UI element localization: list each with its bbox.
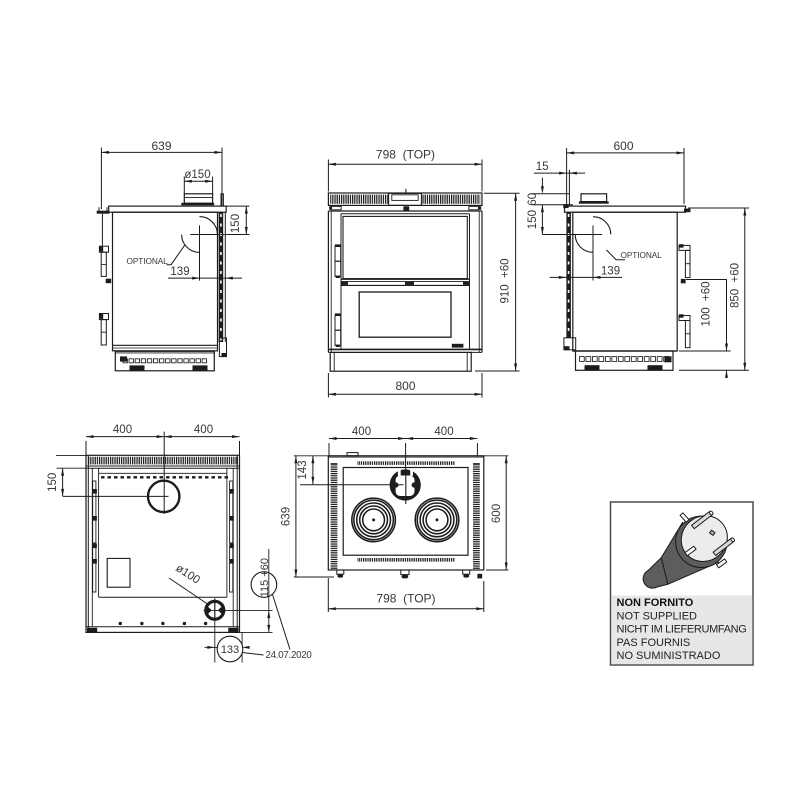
svg-text:798 (TOP): 798 (TOP) xyxy=(376,148,435,162)
svg-text:OPTIONAL: OPTIONAL xyxy=(127,256,169,266)
svg-text:910 +60: 910 +60 xyxy=(500,258,512,303)
svg-text:600: 600 xyxy=(613,139,633,153)
svg-text:150: 150 xyxy=(527,210,539,229)
svg-text:400: 400 xyxy=(194,424,213,436)
svg-text:800: 800 xyxy=(395,379,415,393)
svg-text:400: 400 xyxy=(352,426,371,438)
svg-text:60: 60 xyxy=(527,193,539,206)
svg-text:400: 400 xyxy=(434,426,453,438)
svg-text:798 (TOP): 798 (TOP) xyxy=(376,592,435,606)
svg-text:NO SUMINISTRADO: NO SUMINISTRADO xyxy=(617,650,721,662)
svg-text:24.07.2020: 24.07.2020 xyxy=(266,650,313,661)
svg-text:139: 139 xyxy=(601,265,620,277)
svg-text:NOT SUPPLIED: NOT SUPPLIED xyxy=(617,610,698,622)
svg-text:139: 139 xyxy=(170,266,189,278)
svg-text:115 +60: 115 +60 xyxy=(259,558,271,597)
svg-text:ø150: ø150 xyxy=(184,169,210,181)
svg-text:NICHT IM LIEFERUMFANG: NICHT IM LIEFERUMFANG xyxy=(617,624,747,636)
svg-text:639: 639 xyxy=(280,507,292,526)
svg-text:PAS FOURNIS: PAS FOURNIS xyxy=(617,637,691,649)
svg-text:143: 143 xyxy=(297,460,309,479)
svg-text:OPTIONAL: OPTIONAL xyxy=(621,250,663,260)
svg-text:639: 639 xyxy=(151,139,171,153)
svg-text:NON FORNITO: NON FORNITO xyxy=(617,597,694,609)
svg-text:400: 400 xyxy=(113,424,132,436)
svg-text:600: 600 xyxy=(491,504,503,523)
svg-text:133: 133 xyxy=(221,644,239,656)
svg-text:150: 150 xyxy=(230,214,242,233)
svg-text:850 +60: 850 +60 xyxy=(730,263,742,308)
svg-text:15: 15 xyxy=(536,161,549,173)
svg-text:150: 150 xyxy=(47,473,59,492)
svg-text:100 +60: 100 +60 xyxy=(701,281,713,326)
